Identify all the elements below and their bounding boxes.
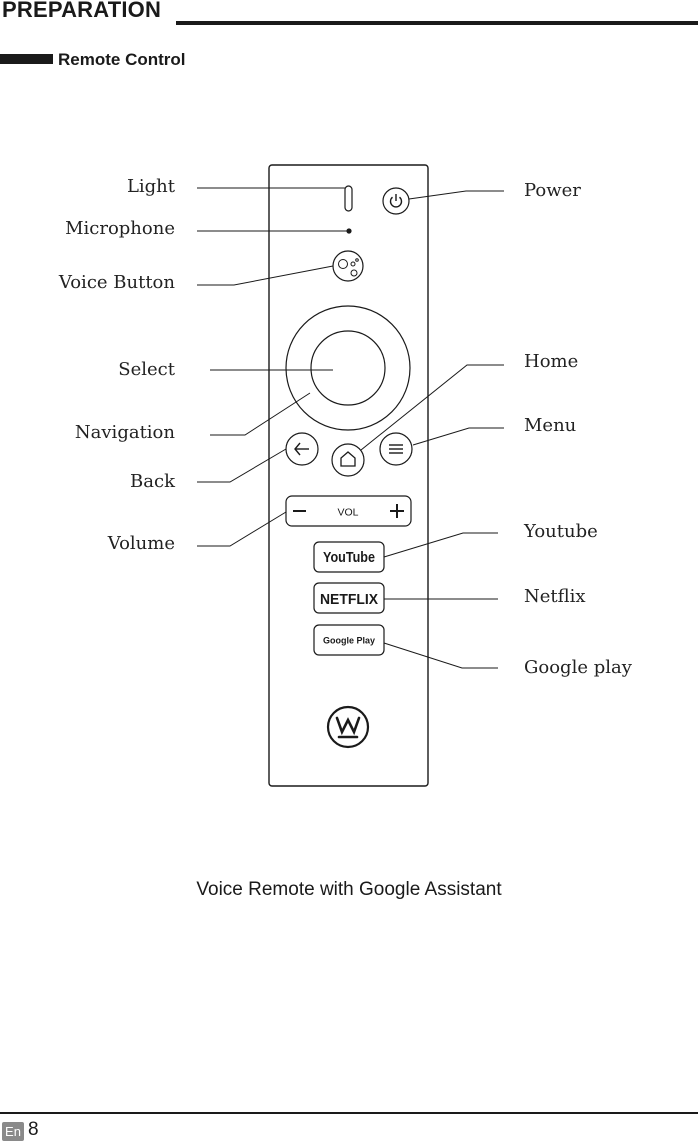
netflix-logo-text: NETFLIX <box>320 591 378 608</box>
page-title: PREPARATION <box>2 0 162 22</box>
light-indicator <box>344 185 353 212</box>
footer-rule <box>0 1112 698 1114</box>
label-volume: Volume <box>107 533 175 554</box>
remote-body <box>268 164 429 787</box>
label-menu: Menu <box>524 415 577 436</box>
figure-caption: Voice Remote with Google Assistant <box>196 879 502 900</box>
volume-plus-icon <box>390 504 404 518</box>
menu-icon <box>389 444 403 454</box>
section-marker <box>0 54 53 64</box>
label-power: Power <box>524 180 581 201</box>
label-select: Select <box>118 359 175 380</box>
label-microphone: Microphone <box>65 218 175 239</box>
microphone-dot <box>346 228 352 234</box>
vol-label: VOL <box>337 507 358 519</box>
google-play-logo-text: Google Play <box>323 636 375 646</box>
menu-button <box>379 432 413 466</box>
google-play-button <box>313 624 385 656</box>
page-number: 8 <box>28 1119 39 1140</box>
voice-button <box>332 250 364 282</box>
netflix-button <box>313 582 385 614</box>
label-youtube: Youtube <box>524 521 598 542</box>
volume-rocker <box>285 495 412 527</box>
power-icon <box>389 196 403 208</box>
home-icon <box>340 451 356 467</box>
youtube-logo-text: YouTube <box>323 549 375 566</box>
brand-logo <box>326 705 370 749</box>
power-button <box>382 187 410 215</box>
header-rule <box>176 21 698 25</box>
navigation-ring <box>285 305 411 431</box>
leader-lines <box>197 187 504 669</box>
assistant-icon <box>338 258 359 277</box>
label-back: Back <box>130 471 175 492</box>
label-navigation: Navigation <box>74 422 175 443</box>
label-home: Home <box>524 351 579 372</box>
brand-logo-mark <box>335 716 361 739</box>
section-title: Remote Control <box>58 50 186 69</box>
label-light: Light <box>126 176 175 197</box>
label-google-play: Google play <box>524 657 632 678</box>
select-button <box>310 330 386 406</box>
label-netflix: Netflix <box>524 586 586 607</box>
home-button <box>331 443 365 477</box>
label-voice-button: Voice Button <box>58 272 175 293</box>
language-badge: En <box>2 1122 24 1141</box>
back-arrow-icon <box>294 442 309 456</box>
